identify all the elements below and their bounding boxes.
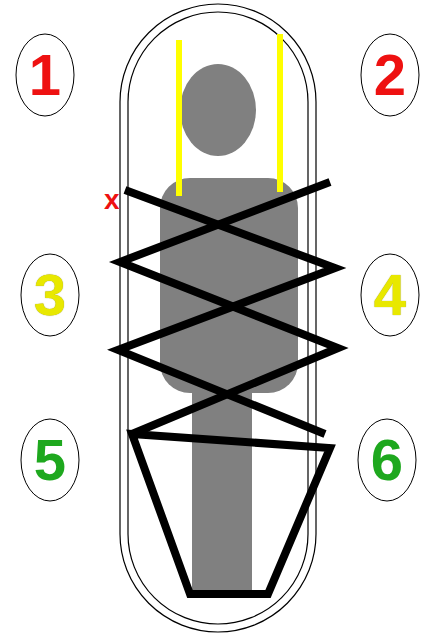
leg-strap	[132, 434, 330, 594]
stretcher-inner	[128, 12, 308, 624]
number-circle: 6	[357, 418, 417, 502]
callout-number: 3	[34, 266, 66, 324]
callout-number: 1	[29, 46, 61, 104]
callout-number: 5	[34, 431, 66, 489]
person-head	[180, 64, 256, 156]
number-circle: 4	[360, 253, 420, 337]
head-strap	[277, 34, 283, 192]
stretcher-outer	[120, 4, 316, 632]
marker-label: x	[104, 186, 120, 214]
head-strap	[176, 40, 182, 196]
number-circle: 2	[360, 33, 420, 117]
number-circle: 3	[20, 253, 80, 337]
number-circle: 5	[20, 418, 80, 502]
person-legs	[192, 380, 252, 595]
callout-number: 4	[374, 266, 406, 324]
body-strap	[120, 182, 338, 434]
callout-number: 6	[371, 431, 403, 489]
number-circle: 1	[15, 33, 75, 117]
callout-number: 2	[374, 46, 406, 104]
